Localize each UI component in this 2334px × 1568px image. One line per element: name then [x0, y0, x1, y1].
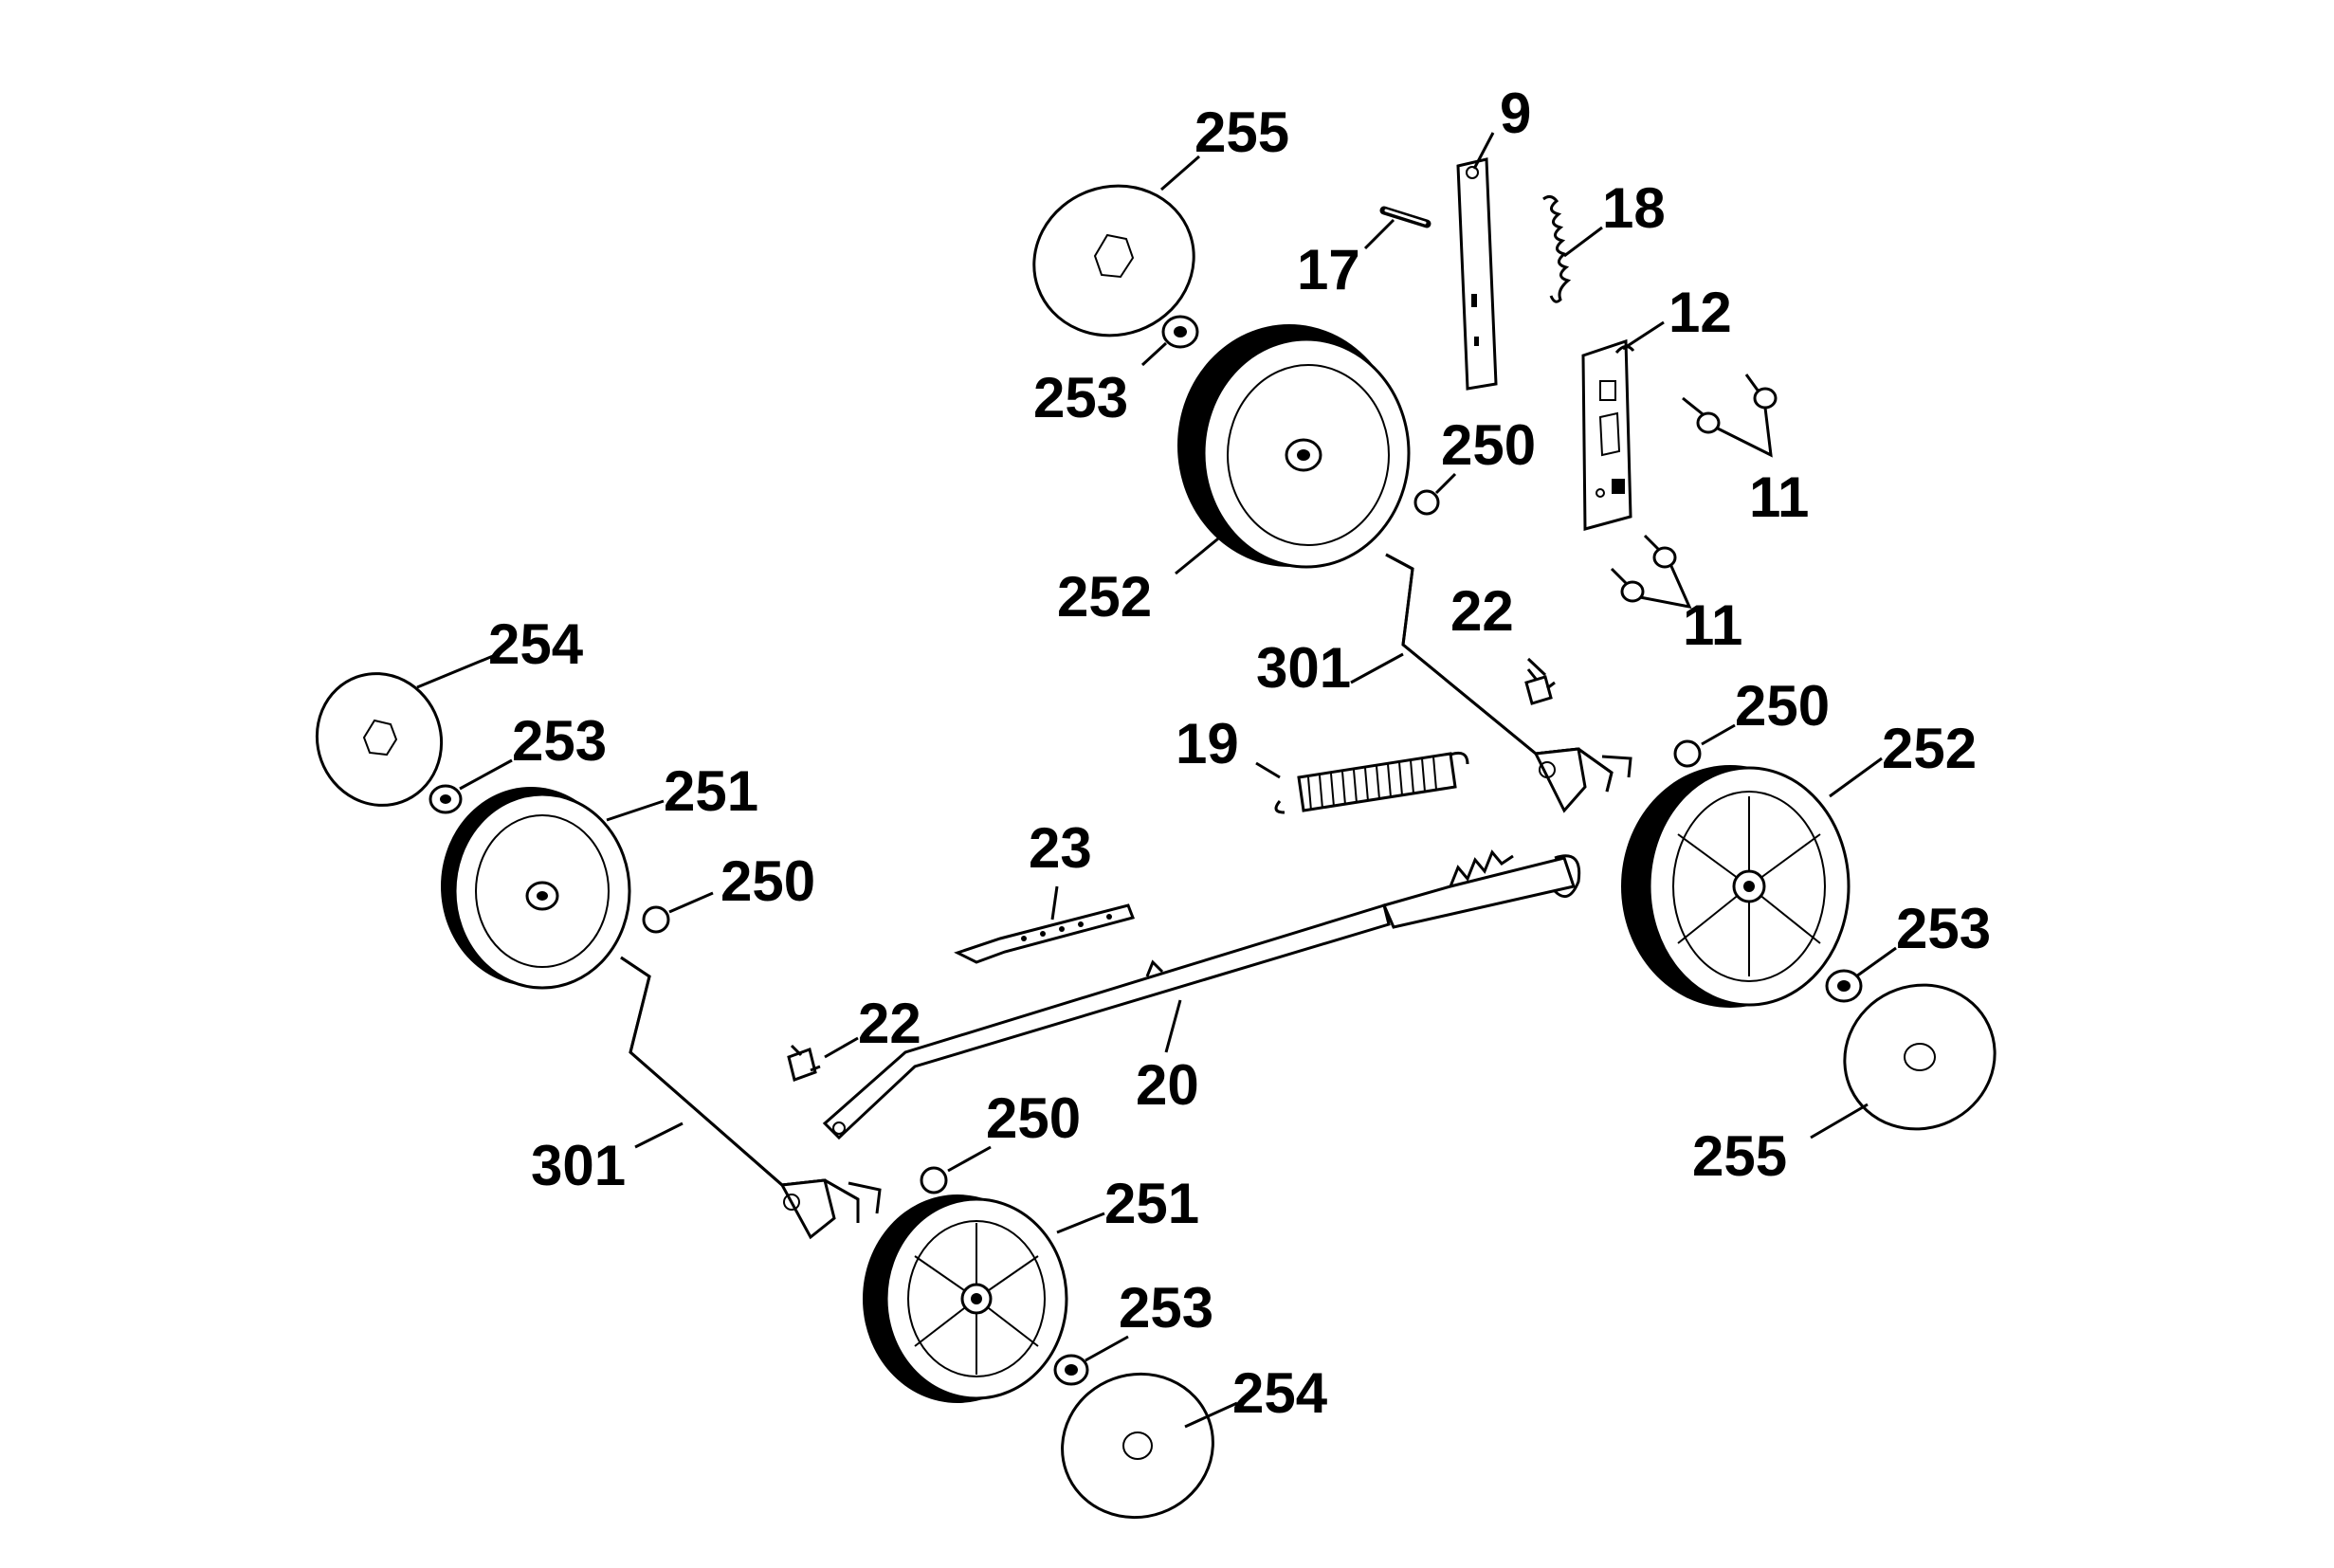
- washer-250-left: [642, 905, 670, 934]
- clip-22-lower: [787, 1044, 821, 1082]
- label-11-upper: 11: [1749, 465, 1809, 529]
- hubcap-255-top: [1032, 184, 1195, 337]
- label-253-right: 253: [1896, 897, 1991, 960]
- label-20: 20: [1136, 1053, 1199, 1117]
- clip-22-upper: [1524, 668, 1556, 705]
- label-22-lower: 22: [858, 992, 921, 1055]
- label-255-right: 255: [1692, 1124, 1787, 1188]
- label-254-left: 254: [488, 612, 584, 676]
- nut-253-right: [1825, 969, 1863, 1003]
- label-22-upper: 22: [1450, 579, 1514, 643]
- label-252-top: 252: [1057, 565, 1152, 629]
- label-250-bottom: 250: [986, 1086, 1081, 1150]
- label-252-right: 252: [1882, 717, 1977, 780]
- axle-301-upper: [1385, 553, 1632, 813]
- screw-11-d: [1610, 567, 1645, 603]
- bracket-plate-12: [1581, 338, 1635, 531]
- label-253-left: 253: [512, 709, 607, 773]
- adjuster-23: [954, 903, 1135, 964]
- spring-18: [1542, 194, 1572, 303]
- hubcap-255-right: [1843, 983, 1997, 1131]
- wheel-252-right: [1621, 765, 1851, 1008]
- label-253-top: 253: [1033, 366, 1128, 429]
- label-255-top: 255: [1194, 100, 1289, 164]
- screw-11-a: [1682, 396, 1721, 434]
- pin-17: [1379, 206, 1431, 228]
- wheel-252-top: [1177, 324, 1411, 569]
- axle-301-lower: [620, 956, 882, 1240]
- screw-11-c: [1643, 534, 1677, 569]
- spring-19: [1274, 751, 1469, 814]
- washer-250-top: [1413, 489, 1440, 516]
- washer-250-right: [1673, 739, 1702, 768]
- wheel-251-left: [441, 787, 631, 990]
- label-253-bottom: 253: [1119, 1276, 1213, 1340]
- label-301-upper: 301: [1256, 636, 1351, 700]
- washer-250-bottom: [920, 1166, 948, 1194]
- wheel-251-bottom: [863, 1194, 1068, 1403]
- screw-11-b: [1744, 374, 1778, 410]
- label-250-top: 250: [1441, 413, 1536, 477]
- label-251-bottom: 251: [1104, 1172, 1199, 1235]
- label-11-lower: 11: [1683, 593, 1742, 657]
- label-250-left: 250: [720, 849, 815, 913]
- label-18: 18: [1602, 176, 1666, 240]
- nut-253-bottom: [1053, 1354, 1089, 1386]
- label-251-left: 251: [664, 759, 758, 823]
- label-17: 17: [1297, 238, 1360, 301]
- label-254-bottom: 254: [1232, 1361, 1328, 1425]
- nut-253-top: [1161, 315, 1199, 349]
- label-23: 23: [1029, 816, 1092, 880]
- part-labels: 9 255 18 17 12 253 250 11 252 11 22 254 …: [488, 82, 1991, 1425]
- label-301-lower: 301: [531, 1134, 626, 1197]
- label-12: 12: [1668, 281, 1732, 344]
- label-19: 19: [1176, 712, 1239, 775]
- lever-bar-20: [822, 849, 1581, 1140]
- nut-253-left: [429, 784, 463, 814]
- hubcap-254-left: [315, 672, 444, 807]
- label-9: 9: [1500, 82, 1531, 145]
- hubcap-254-bottom: [1061, 1372, 1214, 1520]
- label-250-right: 250: [1735, 674, 1830, 738]
- height-bar-9: [1456, 157, 1498, 391]
